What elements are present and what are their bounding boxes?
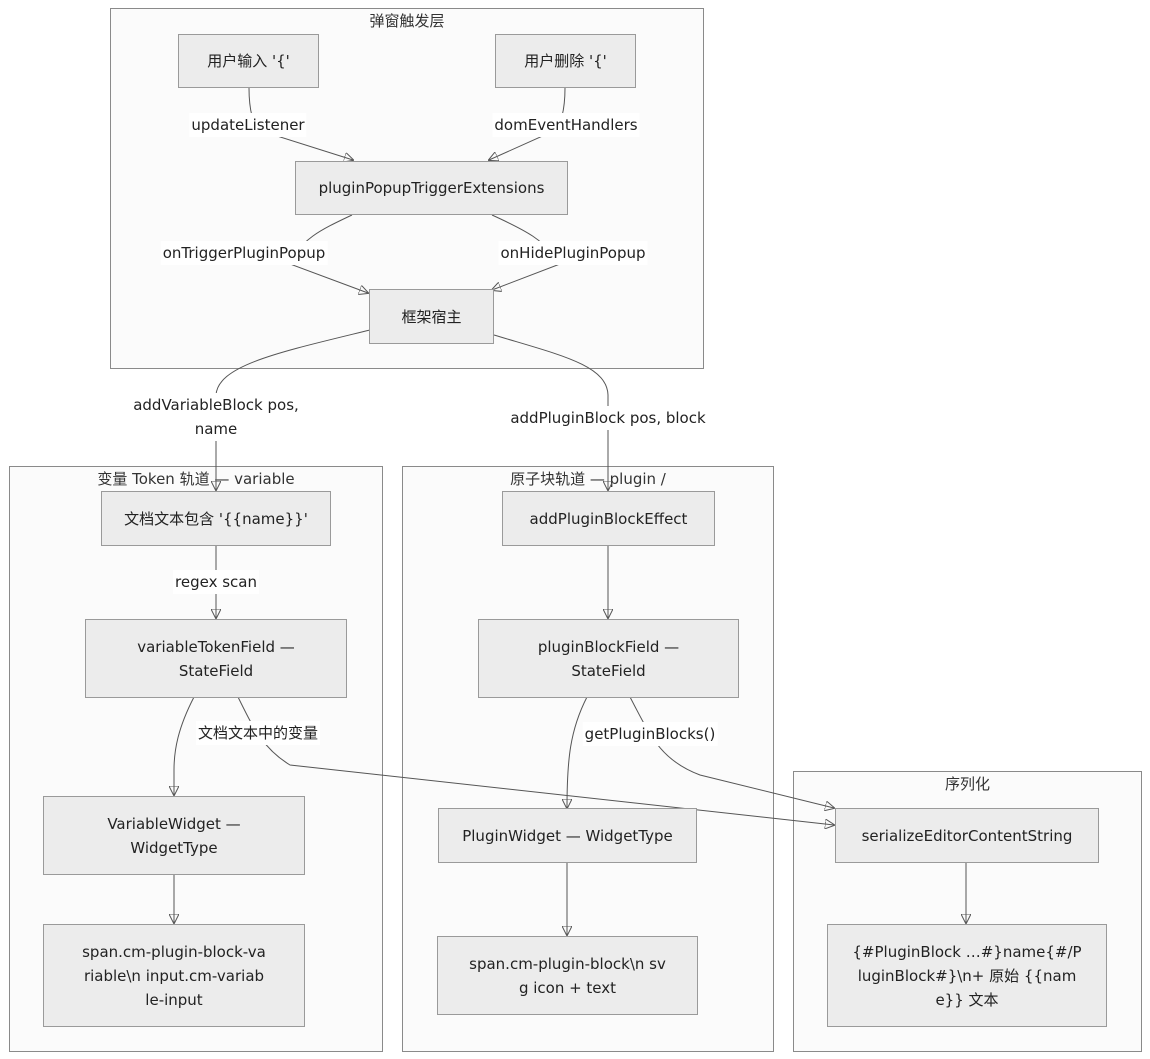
node-plugin-span-label: span.cm-plugin-block\n svg icon + text — [469, 954, 666, 997]
node-framework-host: 框架宿主 — [369, 289, 494, 344]
edge-label-regex-scan: regex scan — [173, 570, 259, 594]
node-variable-span: span.cm-plugin-block-variable\n input.cm… — [43, 924, 305, 1027]
edge-label-update-listener: updateListener — [189, 113, 307, 137]
edge-label-get-plugin-blocks: getPluginBlocks() — [582, 722, 718, 746]
node-serialize-editor-content-label: serializeEditorContentString — [861, 826, 1073, 845]
node-doc-text: 文档文本包含 '{{name}}' — [101, 491, 331, 546]
node-variable-token-field: variableTokenField — StateField — [85, 619, 347, 698]
cluster-plugin-track-title: 原子块轨道 — plugin / — [510, 470, 666, 488]
node-user-delete-label: 用户删除 '{' — [524, 52, 607, 70]
edge-var-field-to-var-widget — [174, 696, 195, 795]
edge-host-to-doc-text — [216, 329, 371, 490]
edge-plugin-field-to-plugin-widget — [567, 696, 588, 808]
node-plugin-widget: PluginWidget — WidgetType — [438, 808, 697, 863]
cluster-variable-track-title: 变量 Token 轨道 — variable — [97, 470, 295, 488]
node-variable-token-field-label: variableTokenField — StateField — [137, 637, 295, 680]
node-trigger-extensions-label: pluginPopupTriggerExtensions — [318, 179, 545, 197]
edge-label-add-variable: addVariableBlock pos, name — [116, 393, 316, 441]
node-user-delete: 用户删除 '{' — [495, 34, 636, 88]
node-add-plugin-block-effect-label: addPluginBlockEffect — [529, 509, 688, 528]
edge-label-doc-vars: 文档文本中的变量 — [195, 721, 321, 745]
node-variable-span-label: span.cm-plugin-block-variable\n input.cm… — [82, 942, 266, 1009]
node-plugin-block-field: pluginBlockField — StateField — [478, 619, 739, 698]
node-plugin-block-field-label: pluginBlockField — StateField — [537, 637, 680, 680]
node-doc-text-label: 文档文本包含 '{{name}}' — [124, 509, 308, 528]
node-variable-widget: VariableWidget — WidgetType — [43, 796, 305, 875]
edge-label-add-plugin: addPluginBlock pos, block — [508, 406, 708, 430]
node-variable-widget-label: VariableWidget — WidgetType — [107, 814, 241, 857]
node-trigger-extensions: pluginPopupTriggerExtensions — [295, 161, 568, 215]
cluster-popup-trigger-title: 弹窗触发层 — [369, 12, 445, 30]
node-plugin-widget-label: PluginWidget — WidgetType — [462, 826, 673, 845]
node-user-input: 用户输入 '{' — [178, 34, 319, 88]
edge-label-on-trigger: onTriggerPluginPopup — [160, 241, 328, 265]
node-serialize-editor-content: serializeEditorContentString — [835, 808, 1099, 863]
edge-host-to-add-effect — [493, 334, 608, 490]
node-plugin-span: span.cm-plugin-block\n svg icon + text — [437, 936, 698, 1015]
node-add-plugin-block-effect: addPluginBlockEffect — [502, 491, 715, 546]
node-serialized-output: {#PluginBlock …#}name{#/PluginBlock#}\n+… — [827, 924, 1107, 1027]
edge-label-on-hide: onHidePluginPopup — [498, 241, 648, 265]
edge-label-dom-event-handlers: domEventHandlers — [492, 113, 640, 137]
node-framework-host-label: 框架宿主 — [401, 307, 462, 326]
cluster-serialize-title: 序列化 — [944, 775, 990, 793]
edge-var-field-to-serializer — [237, 696, 834, 825]
edge-plugin-field-to-serializer — [629, 696, 834, 808]
node-user-input-label: 用户输入 '{' — [207, 52, 290, 70]
node-serialized-output-label: {#PluginBlock …#}name{#/PluginBlock#}\n+… — [852, 942, 1082, 1009]
